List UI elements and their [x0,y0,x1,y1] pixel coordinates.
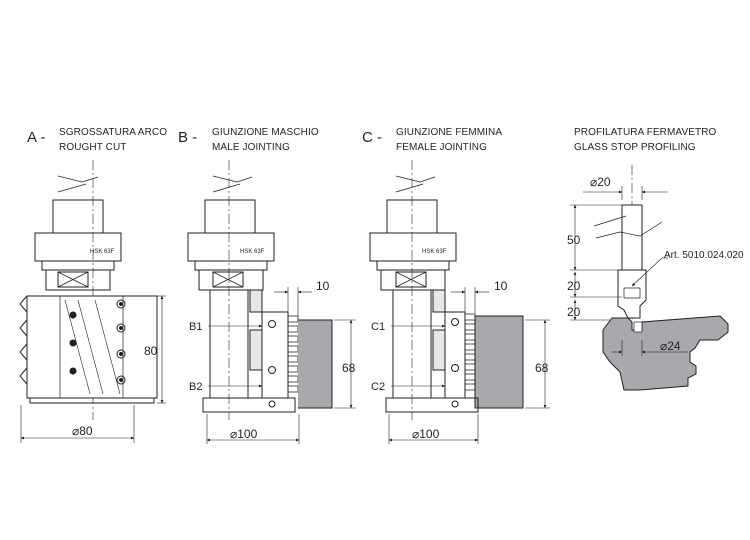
a-diameter-dim: ⌀80 [72,424,93,438]
panel-d-title: PROFILATURA FERMAVETRO GLASS STOP PROFIL… [574,125,716,155]
panel-d-title-it: PROFILATURA FERMAVETRO [574,127,717,138]
b-label-2: B2 [189,381,202,393]
b-rotation-arrow-icon [212,175,253,183]
b-height-dim: 68 [342,361,356,375]
c-label-2: C2 [371,381,385,393]
d-dim-2: 20 [567,305,581,319]
panel-b-drawing [187,160,356,444]
panel-a-title-en: ROUGHT CUT [59,142,127,153]
b-holder-flange [187,232,275,262]
c-height-dim: 68 [535,361,549,375]
c-holder-flange [369,232,457,262]
panel-d-title-en: GLASS STOP PROFILING [574,142,696,153]
panel-c-letter: C - [362,129,382,146]
c-holder-text: HSK 63F [422,249,447,255]
b-workpiece [298,319,333,409]
panel-d-drawing [570,165,729,391]
d-rotation-arrow-icon [595,221,663,239]
panel-c-title: GIUNZIONE FEMMINA FEMALE JOINTING [396,125,502,155]
d-top-diameter-dim: ⌀20 [590,175,611,189]
a-holder-flange [34,232,122,262]
panel-c-title-it: GIUNZIONE FEMMINA [396,127,503,138]
panel-a-letter: A - [27,129,46,146]
a-height-dim: 80 [144,344,158,358]
a-rotation-arrow-icon [57,175,99,183]
d-shank [621,204,643,271]
d-shank-dim: 50 [567,233,581,247]
b-base-plate [202,397,296,413]
d-bottom-diameter-dim: ⌀24 [660,339,681,353]
c-width-dim: 10 [494,279,508,293]
b-holder-text: HSK 63F [240,249,265,255]
panel-c-drawing [369,160,550,444]
b-drive-slot-icon [212,271,244,288]
d-workpiece [602,315,729,391]
panel-a-title: SGROSSATURA ARCO ROUGHT CUT [59,125,167,155]
panel-b-title-it: GIUNZIONE MASCHIO [212,127,319,138]
b-width-dim: 10 [316,279,330,293]
b-holder-cone [204,199,256,234]
c-workpiece [474,315,524,409]
d-art-label: Art. 5010.024.020 [664,250,744,261]
c-cutter-body [444,311,466,399]
panel-c-title-en: FEMALE JOINTING [396,142,487,153]
b-diameter-dim: ⌀100 [230,427,258,441]
d-dim-1: 20 [567,279,581,293]
panel-b-letter: B - [178,129,198,146]
panel-a-title-it: SGROSSATURA ARCO [59,127,168,138]
a-holder-cone [52,199,104,234]
a-drive-slot-icon [57,271,89,288]
panel-a-drawing [19,160,166,443]
c-base-plate [385,397,479,413]
c-diameter-dim: ⌀100 [412,427,440,441]
a-holder-text: HSK 63F [90,249,115,255]
b-label-1: B1 [189,321,202,333]
d-cutter [617,269,647,319]
panel-b-title: GIUNZIONE MASCHIO MALE JOINTING [212,125,319,155]
c-rotation-arrow-icon [395,175,436,183]
c-drive-slot-icon [395,271,427,288]
panel-b-title-en: MALE JOINTING [212,142,290,153]
c-label-1: C1 [371,321,385,333]
a-cutter-body [26,295,158,399]
